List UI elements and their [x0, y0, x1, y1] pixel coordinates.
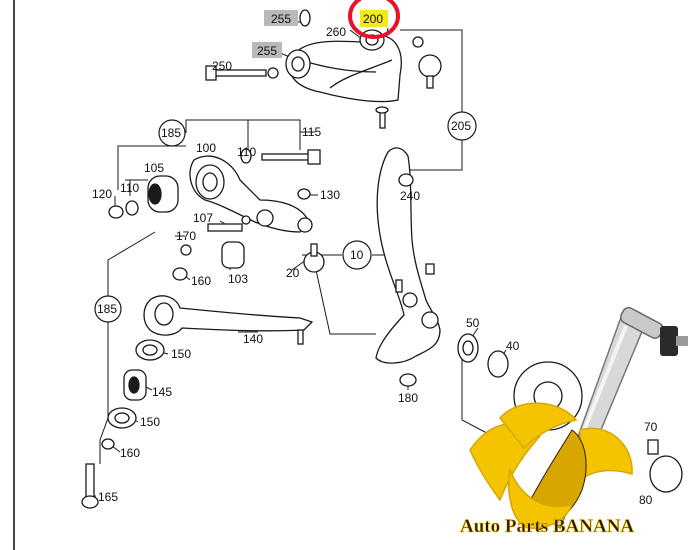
- label-200-bg: [360, 10, 388, 27]
- label-115: 115: [302, 125, 321, 139]
- label-255b-bg: [252, 42, 282, 58]
- label-40: 40: [506, 339, 520, 353]
- steering-knuckle-drawing: [375, 147, 441, 364]
- group-callouts: [94, 111, 477, 323]
- tension-strut-drawing: [143, 295, 314, 336]
- washer-110-drawing: [125, 200, 139, 216]
- label-240: 240: [400, 189, 420, 203]
- label-255b: 255: [257, 44, 277, 58]
- label-80: 80: [639, 493, 653, 507]
- washer-160-drawing: [172, 267, 188, 281]
- parts-drawings: [81, 9, 683, 509]
- ring-40-drawing: [487, 350, 509, 378]
- label-150b: 150: [140, 415, 160, 429]
- label-103: 103: [228, 272, 248, 286]
- label-170: 170: [176, 229, 196, 243]
- banana-logo: Auto Parts BANANA: [460, 402, 635, 537]
- label-150a: 150: [171, 347, 191, 361]
- bolt-115-drawing: [261, 153, 311, 161]
- banana-peel-top: [499, 402, 578, 450]
- washer-160-bottom-drawing: [101, 438, 115, 450]
- label-145: 145: [152, 385, 172, 399]
- label-130: 130: [320, 188, 340, 202]
- nut-240-drawing: [398, 173, 414, 187]
- label-107: 107: [193, 211, 213, 225]
- nut-170-drawing: [180, 244, 192, 256]
- callout-10: [342, 240, 372, 270]
- upper-control-arm-drawing: [288, 34, 402, 103]
- hub-cap-80-drawing: [649, 455, 683, 493]
- nut-120-drawing: [108, 205, 124, 219]
- upper-ball-joint-drawing: [418, 54, 442, 78]
- label-200: 200: [363, 12, 383, 26]
- callout-185-top: [158, 119, 186, 147]
- logo-brand-text: Auto Parts BANANA: [460, 516, 634, 537]
- label-205: 205: [451, 119, 471, 133]
- bushing-103-drawing: [221, 241, 245, 269]
- banana-peel-right: [579, 427, 633, 482]
- label-180: 180: [398, 391, 418, 405]
- label-110b: 110: [120, 181, 139, 195]
- label-160a: 160: [191, 274, 211, 288]
- callout-185-left: [94, 295, 122, 323]
- label-255a: 255: [271, 12, 291, 26]
- label-260: 260: [326, 25, 346, 39]
- label-50: 50: [466, 316, 480, 330]
- label-160b: 160: [120, 446, 140, 460]
- washer-255-top: [299, 9, 311, 27]
- label-120: 120: [92, 187, 112, 201]
- bolt-70-drawing: [647, 439, 659, 455]
- bolt-107-drawing: [207, 223, 243, 232]
- label-10: 10: [350, 248, 364, 262]
- highlight-circle-200: [348, 0, 400, 39]
- label-165: 165: [98, 490, 118, 504]
- label-110a: 110: [237, 145, 256, 159]
- label-255a-bg: [264, 10, 298, 26]
- bolt-165-drawing: [85, 463, 95, 499]
- nut-130-drawing: [297, 188, 311, 200]
- label-70: 70: [644, 420, 658, 434]
- label-250: 250: [212, 59, 232, 73]
- label-185a: 185: [161, 126, 181, 140]
- label-105: 105: [144, 161, 164, 175]
- callout-205: [447, 111, 477, 141]
- label-140: 140: [243, 332, 263, 346]
- banana-peel-lower: [508, 467, 574, 529]
- label-20: 20: [286, 266, 300, 280]
- part-labels: 255 255 200 260 250 205 185 110 115 100 …: [92, 10, 658, 507]
- label-185b: 185: [97, 302, 117, 316]
- label-100: 100: [196, 141, 216, 155]
- nut-180-drawing: [399, 373, 417, 387]
